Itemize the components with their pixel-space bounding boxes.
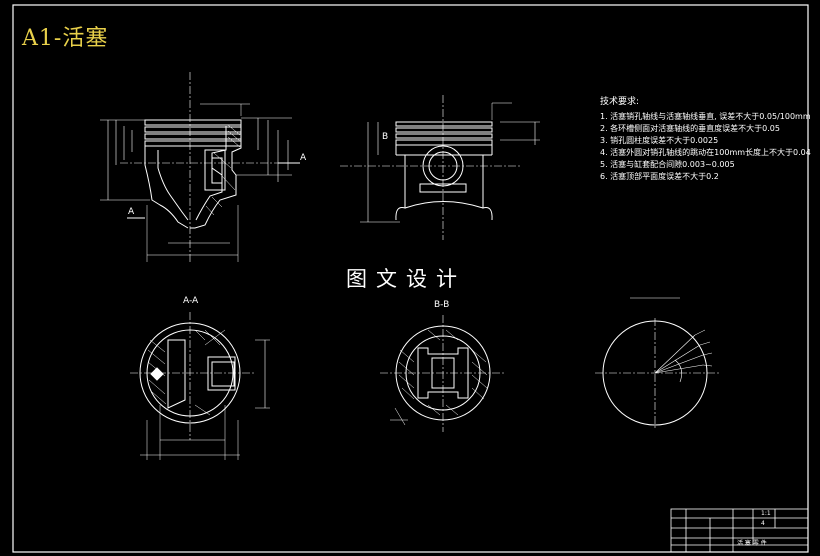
section-aa-view [130,312,270,460]
drawing-title: A1-活塞 [22,26,109,51]
tech-requirements: 技术要求: 1. 活塞销孔轴线与活塞轴线垂直, 误差不大于0.05/100mm … [600,96,811,183]
section-aa-hatch [147,329,221,416]
tech-requirements-heading: 技术要求: [600,97,640,107]
section-bb-hatch [398,329,488,416]
drawing-frame [12,4,809,553]
title-block-frame [670,508,809,553]
tech-requirement-item: 3. 销孔圆柱度误差不大于0.0025 [600,136,719,145]
tech-requirement-item: 4. 活塞外圆对销孔轴线的跳动在100mm长度上不大于0.04 [600,148,811,157]
section-aa-label: A-A [183,296,199,306]
front-view [100,72,300,262]
tech-requirement-item: 1. 活塞销孔轴线与活塞轴线垂直, 误差不大于0.05/100mm [600,112,811,121]
section-bb-view [380,315,505,432]
section-marker-a-left: A [128,207,135,217]
front-view-hatch [205,124,241,216]
title-block-scale: 1:1 [761,510,771,517]
section-bb-label: B-B [434,300,450,310]
section-marker-a-right: A [300,153,307,163]
title-block-name: 活 塞 零 件 [737,540,767,547]
watermark-text: 图文设计 [346,267,466,291]
tech-requirement-item: 5. 活塞与缸套配合间隙0.003~0.005 [600,160,735,169]
tech-requirement-item: 2. 各环槽侧面对活塞轴线的垂直度误差不大于0.05 [600,124,780,133]
section-marker-b: B [382,132,389,142]
side-view [340,95,540,240]
title-block-count: 4 [761,520,765,527]
title-block: 1:1 4 活 塞 零 件 [671,509,808,552]
tech-requirement-item: 6. 活塞顶部平面度误差不大于0.2 [600,172,719,181]
detail-view [595,297,720,430]
